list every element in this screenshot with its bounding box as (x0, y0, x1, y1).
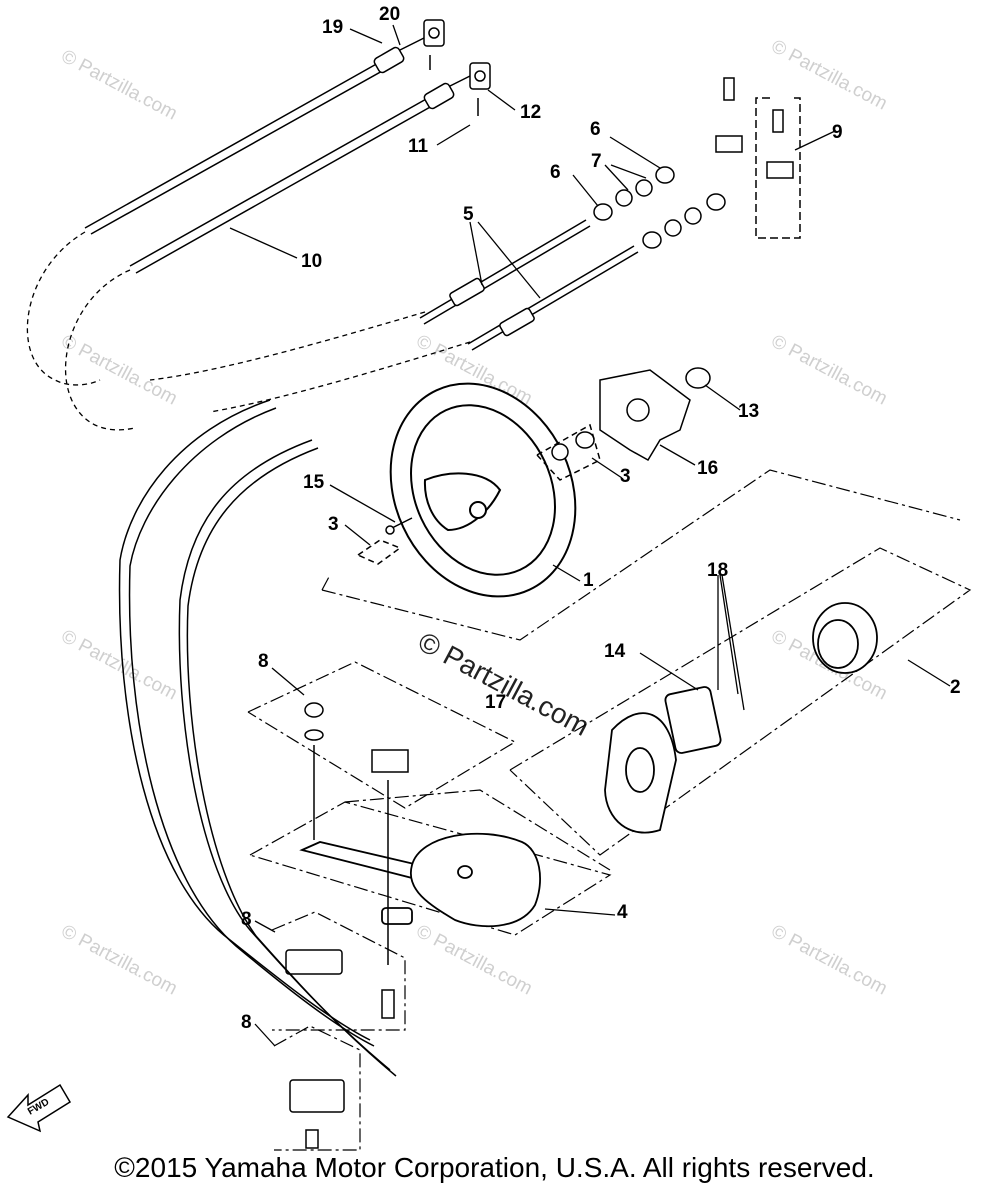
callout-15: 15 (303, 472, 325, 493)
pedal-box (249, 789, 612, 936)
pedal (299, 832, 541, 928)
watermark-main: © Partzilla.com (413, 626, 594, 742)
callout-11: 11 (408, 136, 429, 157)
lower-cables (118, 399, 397, 1077)
callout-13: 13 (738, 401, 759, 422)
upper-cables (84, 35, 471, 274)
callout-8-bottom: 8 (241, 1012, 252, 1033)
leader-lines (229, 24, 951, 1047)
bracket-boxes-lower (271, 911, 406, 1151)
throttle-box (509, 547, 972, 856)
helm-assembly (604, 602, 878, 834)
callouts: 19 20 12 11 6 7 6 9 5 10 13 16 3 15 3 1 … (241, 4, 961, 1033)
callout-9: 9 (832, 122, 843, 143)
callout-8-mid: 8 (241, 909, 252, 930)
callout-19: 19 (322, 17, 343, 38)
callout-18: 18 (707, 560, 728, 581)
watermark: © Partzilla.com (413, 921, 536, 1000)
callout-3-lower: 3 (328, 514, 339, 535)
watermark: © Partzilla.com (768, 921, 891, 1000)
watermark: © Partzilla.com (58, 46, 181, 125)
bracket-top-parts (304, 702, 409, 965)
screw-15 (357, 517, 413, 565)
cable-loops (26, 231, 471, 431)
fwd-arrow-icon: FWD (6, 1083, 72, 1133)
clevis-assemblies (715, 77, 801, 239)
callout-16: 16 (697, 458, 718, 479)
callout-6-lower: 6 (550, 162, 561, 183)
wheel-box (321, 469, 961, 641)
callout-14: 14 (604, 641, 626, 662)
bracket-lower-parts (285, 949, 395, 1149)
brackets-20-12 (423, 19, 491, 116)
watermark: © Partzilla.com (58, 331, 181, 410)
callout-2: 2 (950, 677, 961, 698)
copyright-notice: ©2015 Yamaha Motor Corporation, U.S.A. A… (114, 1152, 875, 1183)
bracket-box-8-top (247, 661, 517, 809)
callout-3-upper: 3 (620, 466, 631, 487)
watermark: © Partzilla.com (58, 921, 181, 1000)
steering-wheel (389, 382, 577, 598)
watermark: © Partzilla.com (768, 331, 891, 410)
callout-4: 4 (617, 902, 628, 923)
hub-and-bracket (536, 367, 711, 481)
push-pull-cables (419, 219, 639, 351)
callout-7: 7 (591, 151, 602, 172)
callout-8-top: 8 (258, 651, 269, 672)
watermark: © Partzilla.com (58, 626, 181, 705)
callout-12: 12 (520, 102, 541, 123)
callout-17: 17 (485, 692, 506, 713)
callout-10: 10 (301, 251, 322, 272)
callout-5: 5 (463, 204, 474, 225)
washers-nuts (593, 166, 726, 249)
callout-1: 1 (583, 570, 594, 591)
callout-6-top: 6 (590, 119, 601, 140)
watermark: © Partzilla.com (768, 36, 891, 115)
callout-20: 20 (379, 4, 400, 25)
